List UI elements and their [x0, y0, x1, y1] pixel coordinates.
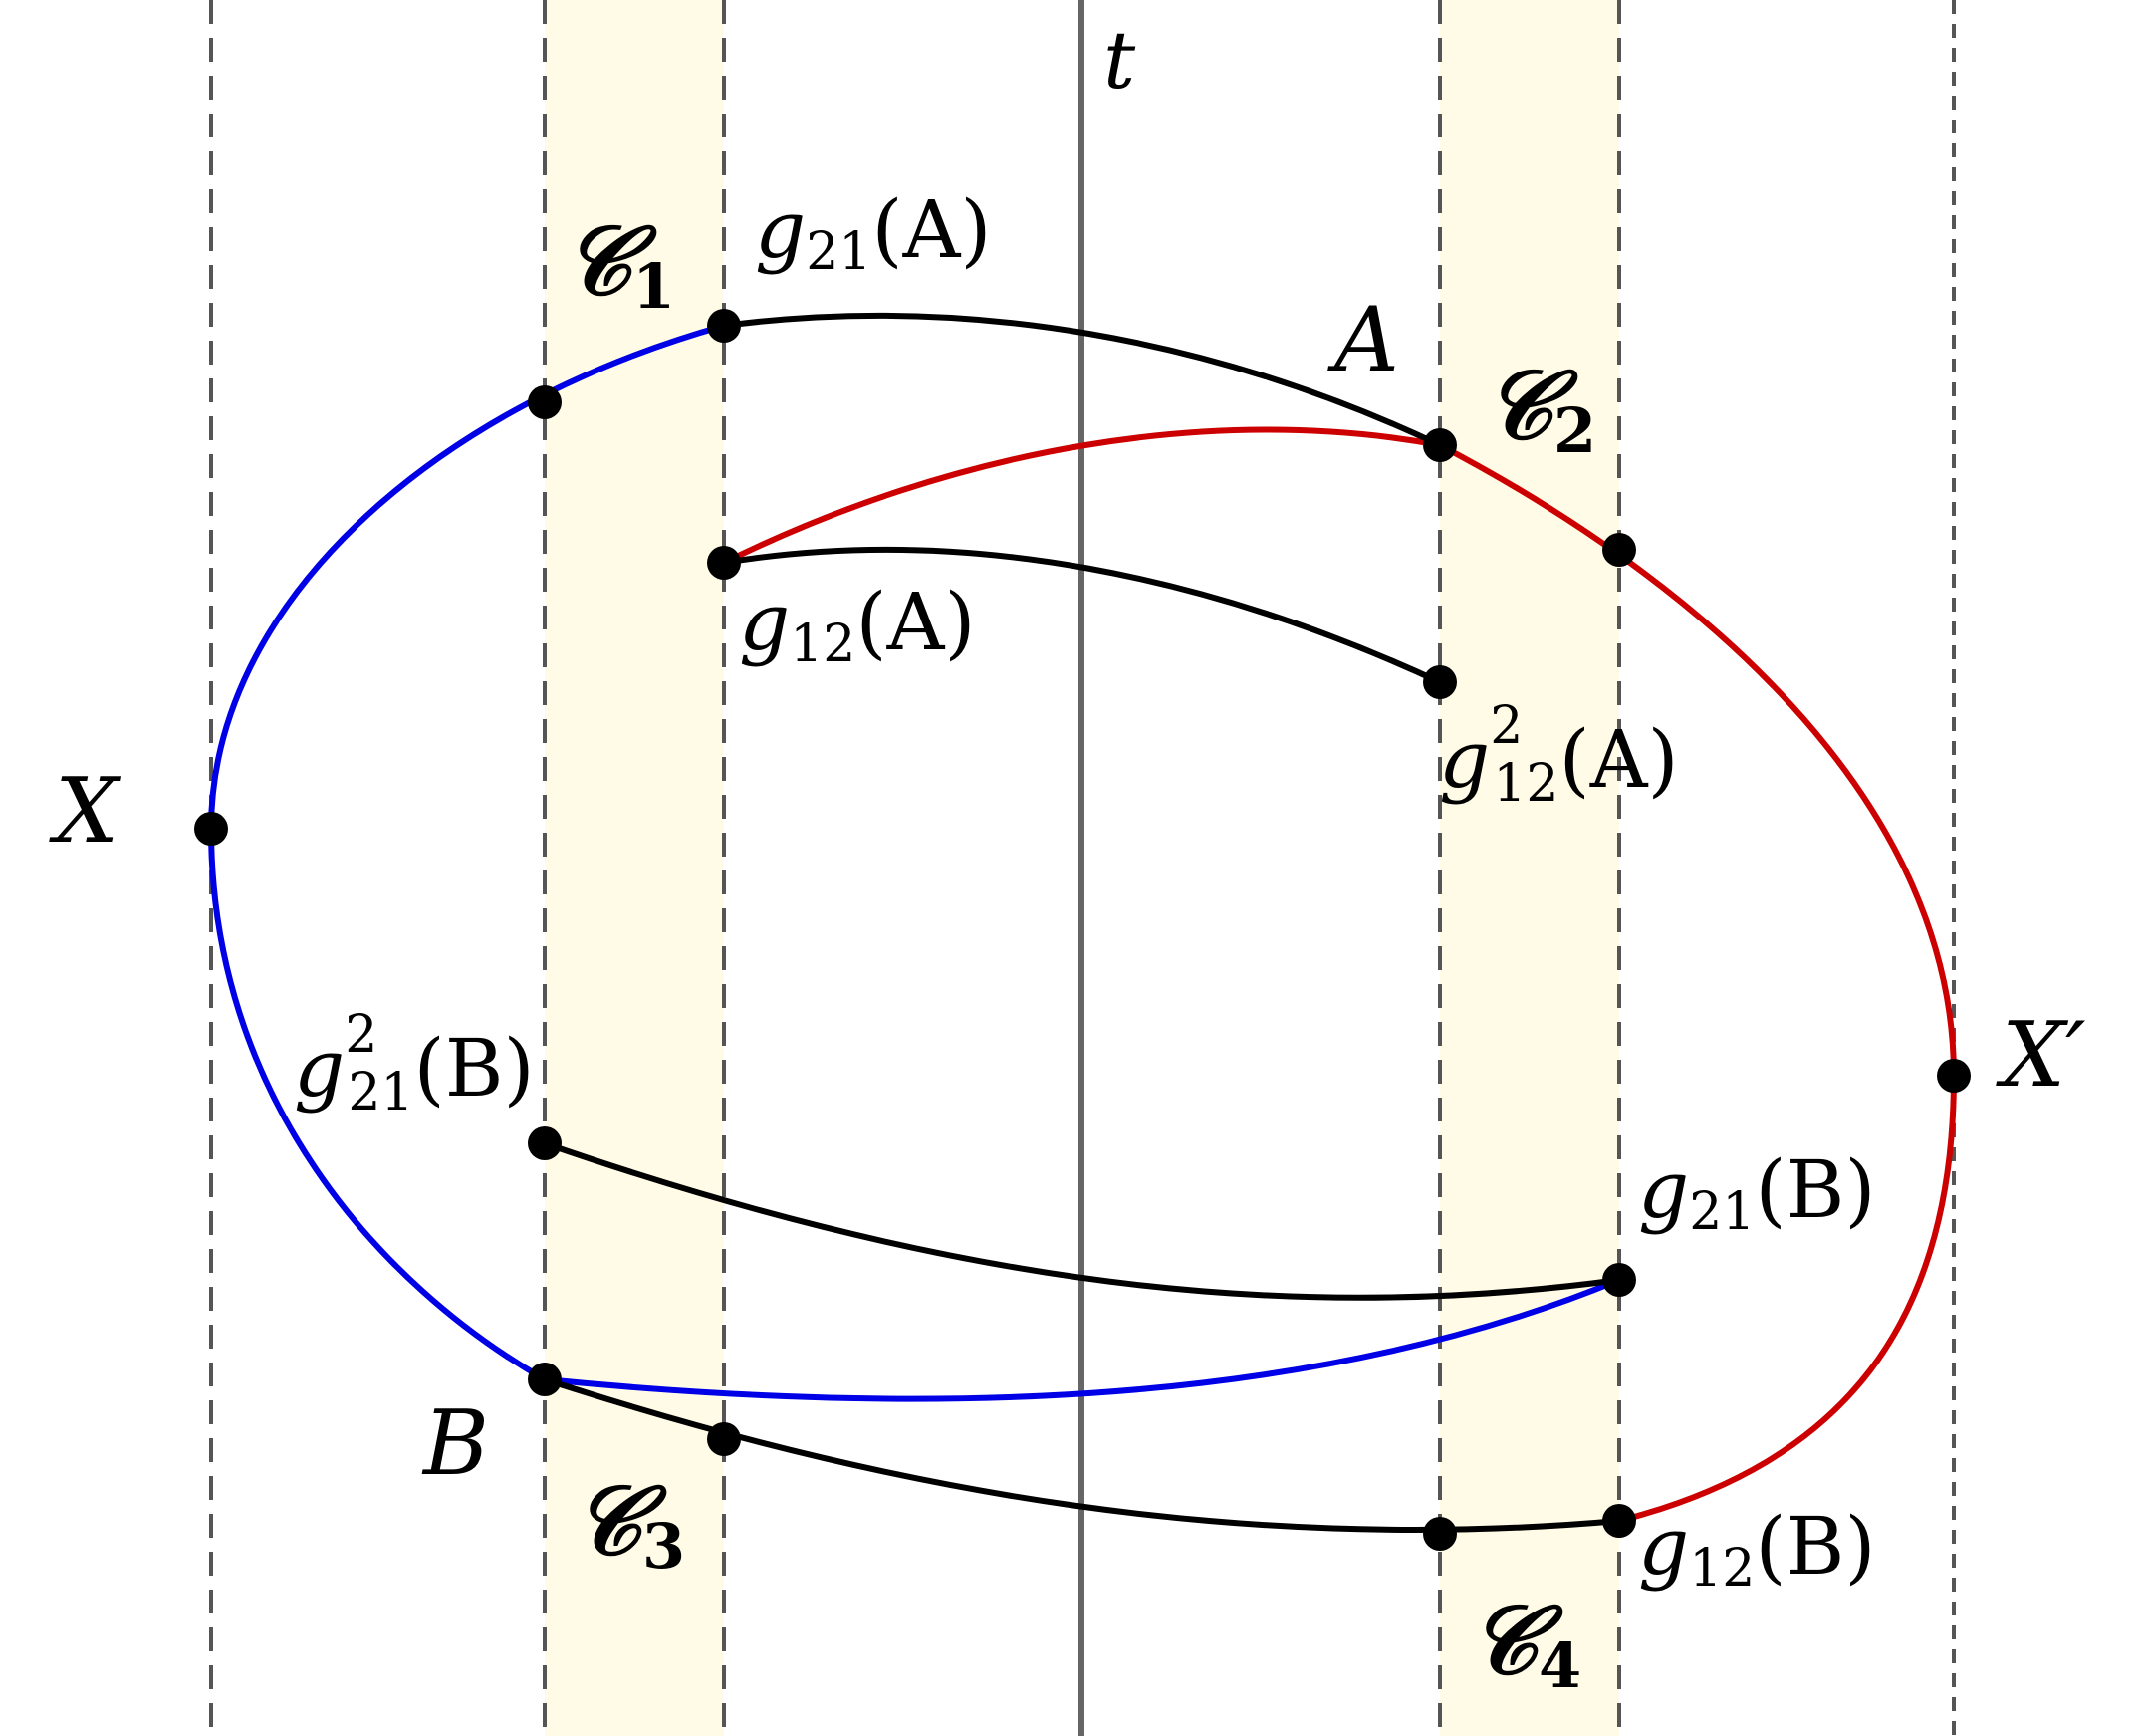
point-B [528, 1363, 562, 1396]
red-arc-upper [1437, 442, 1957, 1079]
label-C2-sub: 2 [1553, 394, 1596, 467]
label-X-prime: X′ [1996, 1003, 2086, 1108]
label-B: B [421, 1391, 489, 1496]
label-g21A-arg: (A) [871, 183, 991, 276]
point-X-prime [1937, 1059, 1971, 1093]
label-X: X [49, 759, 122, 864]
point-C2-boundary [1602, 533, 1636, 567]
black-curve-g21sqB-to-g21B [542, 1140, 1622, 1301]
blue-arc-lower [208, 826, 548, 1382]
point-g21sqB [528, 1126, 562, 1160]
strip-left [545, 0, 724, 1736]
label-A: A [1327, 288, 1399, 392]
point-A [1423, 428, 1457, 462]
strip-right [1440, 0, 1619, 1736]
point-g12sqA [1423, 665, 1457, 699]
label-g12B-sub: 12 [1689, 1539, 1755, 1599]
red-arc-lower [1616, 1073, 1957, 1524]
label-g12sqA-sup: 2 [1490, 696, 1523, 756]
point-g21A [707, 309, 741, 343]
label-g21B-sub: 21 [1689, 1182, 1755, 1242]
label-g12B: g12(B) [1638, 1500, 1876, 1599]
label-g12A-sub: 12 [790, 615, 855, 674]
label-C1-sub: 1 [632, 250, 675, 323]
black-curve-g21A-to-A [721, 312, 1443, 448]
label-g21B-g: g [1638, 1143, 1689, 1236]
label-g12sqA-g: g [1439, 713, 1490, 806]
label-g21sqB-g: g [294, 1022, 345, 1115]
blue-curve-B-to-g21B [542, 1277, 1622, 1402]
label-t: t [1103, 14, 1136, 107]
blue-arc-upper [208, 323, 727, 832]
label-g21A-g: g [755, 183, 806, 276]
label-g21sqB-sub: 21 [348, 1063, 413, 1122]
label-C4-sub: 4 [1539, 1629, 1581, 1702]
point-C4-boundary [1423, 1517, 1457, 1551]
point-C1-boundary [528, 385, 562, 419]
label-g12sqA-sub: 12 [1493, 754, 1558, 814]
label-g21sqB-sup: 2 [345, 1005, 377, 1065]
label-g21B: g21(B) [1638, 1143, 1876, 1242]
point-g12A [707, 546, 741, 580]
points [194, 309, 1971, 1551]
label-g12B-g: g [1638, 1500, 1689, 1593]
point-C3-boundary [707, 1422, 741, 1456]
point-g12B [1602, 1504, 1636, 1538]
label-C3-sub: 3 [642, 1510, 685, 1583]
label-g12A-arg: (A) [855, 576, 975, 668]
black-curve-g12A-to-g12sqA [721, 546, 1443, 685]
label-g21sqB-arg: (B) [413, 1022, 534, 1115]
label-g12B-arg: (B) [1755, 1500, 1875, 1593]
label-g12sqA-arg: (A) [1558, 713, 1678, 806]
red-curve-g12A-to-A [721, 426, 1443, 566]
label-g21A-sub: 21 [806, 222, 871, 282]
label-g21B-arg: (B) [1755, 1143, 1875, 1236]
point-g21B [1602, 1263, 1636, 1297]
label-g12A: g12(A) [739, 576, 976, 674]
label-g21A: g21(A) [755, 183, 992, 282]
label-g12A-g: g [739, 576, 790, 668]
point-X [194, 812, 228, 846]
